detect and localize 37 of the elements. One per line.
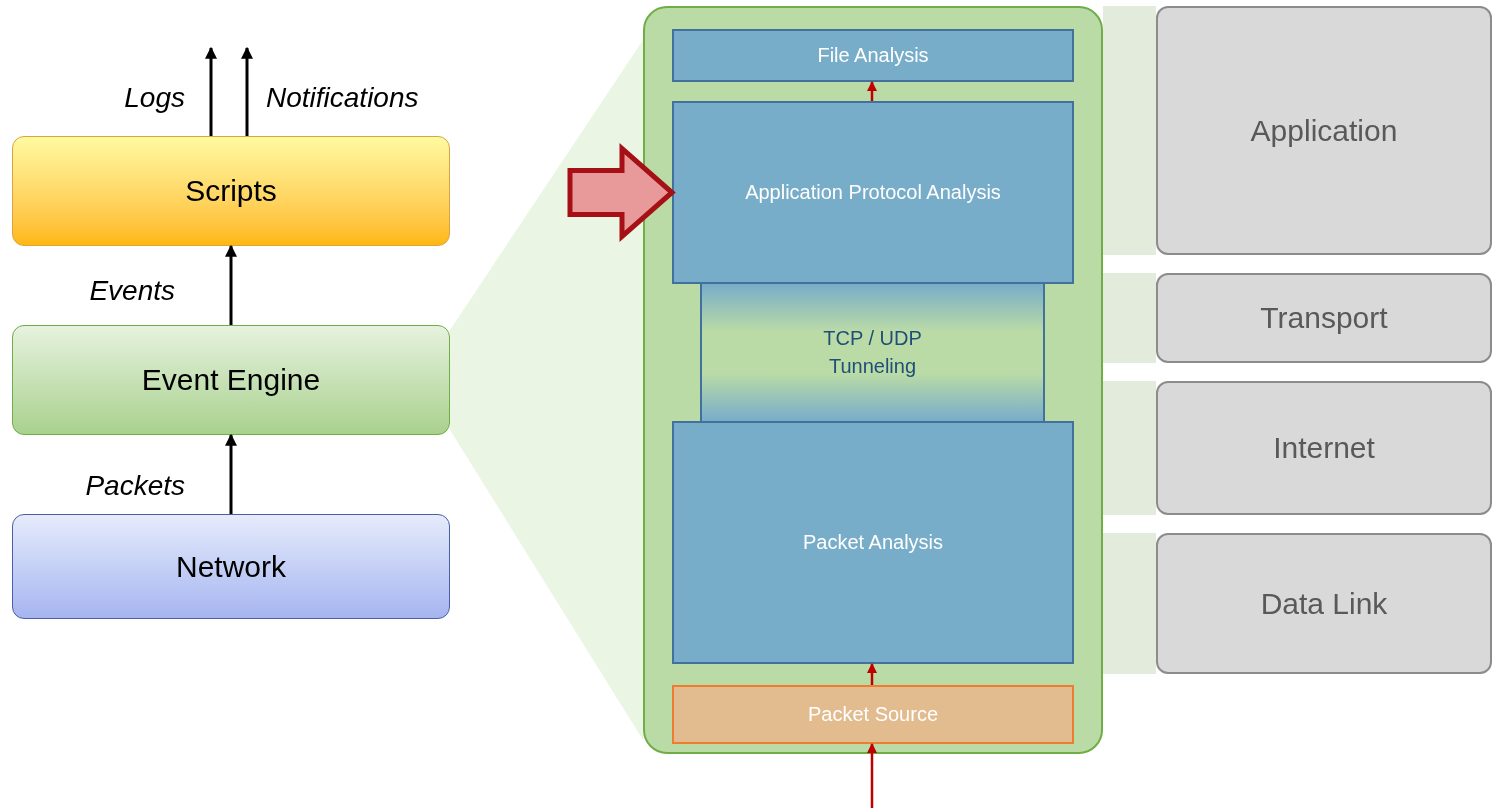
- edge-label: Notifications: [266, 81, 419, 115]
- node-label: Application: [1250, 112, 1398, 149]
- edge-label: Packets: [85, 469, 185, 503]
- source-box: [672, 685, 1074, 744]
- node-label: Packet Analysis: [802, 529, 944, 555]
- node-label: Transport: [1260, 300, 1388, 337]
- layer-box: [1156, 6, 1492, 255]
- process-box: [672, 29, 1074, 82]
- layer-box: [1156, 381, 1492, 515]
- node-label: Data Link: [1260, 585, 1388, 622]
- node-label: Internet: [1273, 430, 1375, 467]
- edge-label: Logs: [124, 81, 185, 115]
- process-box: [672, 421, 1074, 664]
- edge-label: Events: [89, 274, 175, 308]
- tunnel-band: [700, 284, 1045, 421]
- node-label: Network: [176, 548, 286, 585]
- node-label: Packet Source: [807, 701, 939, 727]
- node-label: Scripts: [185, 173, 277, 210]
- layer-box: [1156, 273, 1492, 363]
- engine-box: [12, 325, 450, 435]
- arrow: [867, 663, 877, 685]
- node-label: Event Engine: [141, 362, 321, 399]
- network-box: [12, 514, 450, 619]
- block-arrow: [567, 142, 676, 243]
- arrow: [225, 244, 237, 325]
- node-label: File Analysis: [817, 42, 929, 68]
- arrow: [867, 743, 877, 808]
- node-label: Application Protocol Analysis: [745, 179, 1001, 205]
- container-panel: [643, 6, 1103, 754]
- arrow: [241, 46, 253, 136]
- arrow: [867, 81, 877, 101]
- arrow: [205, 46, 217, 136]
- scripts-box: [12, 136, 450, 246]
- process-box: [672, 101, 1074, 284]
- node-label: TCP / UDP Tunneling: [822, 326, 923, 379]
- arrow: [225, 433, 237, 514]
- layer-box: [1156, 533, 1492, 674]
